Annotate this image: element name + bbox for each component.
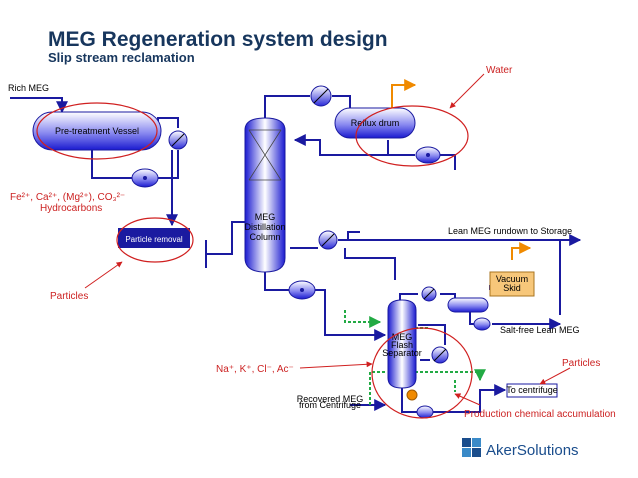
heater xyxy=(406,389,418,401)
vessel-to-pump-pipe xyxy=(91,150,132,179)
vacuum-out-line xyxy=(511,242,532,260)
reflux-return-pipe xyxy=(293,134,415,156)
vacuum-skid: Vacuum Skid xyxy=(489,271,535,297)
chem-accum-annotation: Production chemical accumulation xyxy=(464,409,616,420)
rich-meg-feed-pipe xyxy=(10,97,68,114)
lean-rundown-label: Lean MEG rundown to Storage xyxy=(448,226,572,236)
reflux-drum: Reflux drum xyxy=(334,107,416,139)
pretreatment-ring xyxy=(36,102,158,160)
vacuum-label-2: Skid xyxy=(503,283,521,293)
to-centrifuge-pipe xyxy=(430,384,507,413)
pretreatment-label: Pre-treatment Vessel xyxy=(55,126,139,136)
flash-recirc-pipe xyxy=(418,324,446,345)
heat-exchanger-overhead xyxy=(310,85,332,107)
reflux-drum-label: Reflux drum xyxy=(351,118,400,128)
hydrocarbons-annotation: Hydrocarbons xyxy=(40,203,102,214)
filter-to-column-pipe xyxy=(205,221,245,255)
flash-separator-ring xyxy=(371,327,473,419)
to-centrifuge-label: To centrifuge xyxy=(506,385,558,395)
particles-left-pointer xyxy=(84,261,123,289)
ions-right-annotation: Na⁺, K⁺, Cl⁻, Ac⁻ xyxy=(216,364,294,375)
distillation-column: MEG Distillation Column xyxy=(244,117,286,273)
logo-text: AkerSolutions xyxy=(486,442,579,459)
flash-label-1: MEG xyxy=(392,332,413,342)
recovered-label-1: Recovered MEG xyxy=(297,394,364,404)
annotations: Water Fe²⁺, Ca²⁺, (Mg²⁺), CO₃²⁻ Hydrocar… xyxy=(10,65,616,420)
pipes xyxy=(10,95,582,413)
hx-to-lean-pipe xyxy=(338,231,360,241)
particles-right-annotation: Particles xyxy=(562,358,600,369)
rich-meg-label: Rich MEG xyxy=(8,83,49,93)
hx-to-drum-pipe xyxy=(332,95,351,108)
column-label-3: Column xyxy=(249,232,280,242)
heat-exchanger-flash-top xyxy=(421,286,437,302)
vacuum-label-1: Vacuum xyxy=(496,274,528,284)
flash-label-3: Separator xyxy=(382,348,422,358)
chem-pointer xyxy=(454,393,481,406)
aker-solutions-logo: AkerSolutions xyxy=(462,438,579,459)
overhead-pipe xyxy=(264,95,310,122)
green-line-3 xyxy=(415,369,486,382)
green-line-1 xyxy=(344,310,382,328)
to-centrifuge-box: To centrifuge xyxy=(506,383,558,398)
pretreatment-vessel: Pre-treatment Vessel xyxy=(32,111,162,151)
flash-separator: MEG Flash Separator xyxy=(382,299,422,389)
slide-title: MEG Regeneration system design xyxy=(48,28,388,51)
particle-removal-ring xyxy=(116,217,194,263)
column-to-flash-pipe xyxy=(344,248,396,280)
ions-annotation: Fe²⁺, Ca²⁺, (Mg²⁺), CO₃²⁻ xyxy=(10,192,125,203)
slide-subtitle: Slip stream reclamation xyxy=(48,50,195,65)
recovered-label-2: from Centrifuge xyxy=(299,400,361,410)
particles-right-pointer xyxy=(539,367,571,385)
water-pointer xyxy=(449,73,485,109)
flash-label-2: Flash xyxy=(391,340,413,350)
water-annotation: Water xyxy=(486,65,513,76)
green-line-2 xyxy=(369,371,385,405)
saltfree-drum xyxy=(447,297,489,313)
heat-exchanger-flash-side xyxy=(431,346,449,364)
particle-removal-label: Particle removal xyxy=(125,235,183,244)
flash-bottom-pump xyxy=(416,405,434,419)
pump-1 xyxy=(131,168,159,188)
saltfree-pump xyxy=(473,317,491,331)
column-label-1: MEG xyxy=(255,212,276,222)
particle-removal-unit: Particle removal xyxy=(118,228,190,248)
flash-bottom-pipe xyxy=(401,388,420,413)
flash-overhead-pipe xyxy=(399,293,418,300)
heat-exchanger-lean xyxy=(318,230,338,250)
reflux-pump xyxy=(415,146,441,164)
column-bottom-pipe xyxy=(264,272,290,291)
ions-right-pointer xyxy=(299,361,373,369)
heat-exchanger-1 xyxy=(168,130,188,150)
to-flash-pipe xyxy=(315,289,387,341)
bottom-pump xyxy=(288,280,316,300)
reflux-drum-ring xyxy=(355,105,469,167)
salt-free-label: Salt-free Lean MEG xyxy=(500,325,580,335)
drum-to-pump-pipe xyxy=(387,140,415,156)
particles-left-annotation: Particles xyxy=(50,291,88,302)
column-label-2: Distillation xyxy=(244,222,285,232)
